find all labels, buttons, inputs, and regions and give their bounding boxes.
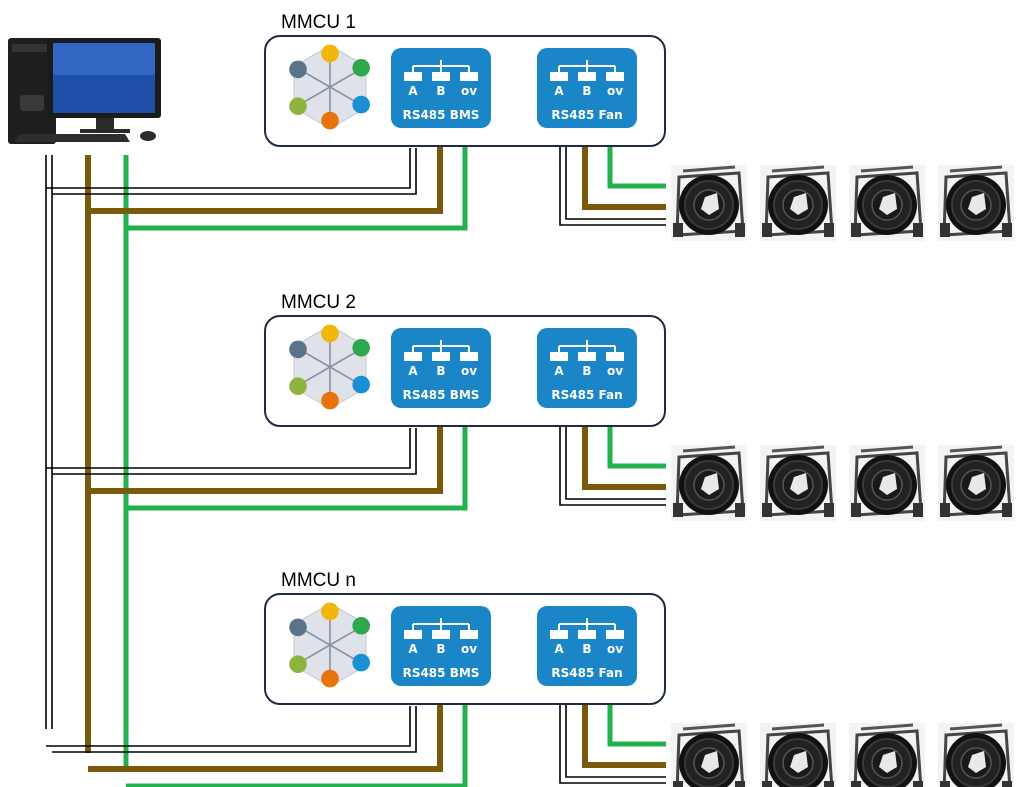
fan-row [669,163,1016,243]
axial-fan-icon [669,163,749,243]
fan-b-line-wire [607,426,666,469]
port-name-label: RS485 BMS [403,108,480,122]
axial-fan-icon [847,443,927,523]
pin-label: B [436,364,445,378]
fan-a-line-wire [582,426,666,490]
axial-fan-icon [669,721,749,787]
axial-fan-icon [758,721,838,787]
ground-branch-wire [46,706,411,747]
pin-label: ov [607,364,623,378]
b-line-branch-wire [126,426,468,511]
fan-ground-wire [559,704,666,784]
axial-fan-icon [936,443,1016,523]
fan-b-line-wire [607,146,666,189]
unit-title: MMCU n [281,570,356,591]
a-line-branch-wire [88,146,443,214]
a-line-branch-wire [88,704,443,772]
pin-label: A [408,84,418,98]
pin-label: ov [607,84,623,98]
pin-label: ov [461,642,477,656]
axial-fan-icon [669,443,749,523]
fan-a-line-wire [582,146,666,210]
rs485-port-icon [550,60,624,81]
rs485-port-icon [404,60,478,81]
axial-fan-icon [936,163,1016,243]
fan-ground-wire [565,704,666,778]
rs485-port-icon [404,340,478,361]
port-name-label: RS485 Fan [551,666,622,680]
pin-label: ov [461,84,477,98]
b-line-branch-wire [126,704,468,787]
pin-label: B [582,364,591,378]
pin-label: B [582,642,591,656]
pin-label: ov [461,364,477,378]
pin-label: A [554,642,564,656]
b-line-branch-wire [126,146,468,231]
pin-label: A [408,364,418,378]
rs485-port-icon [550,340,624,361]
ground-branch-wire [46,428,411,469]
port-name-label: RS485 BMS [403,388,480,402]
ground-branch-wire [52,148,417,195]
ground-branch-wire [52,428,417,475]
a-line-branch-wire [88,426,443,494]
pin-label: B [436,642,445,656]
axial-fan-icon [758,443,838,523]
unit-title: MMCU 1 [281,12,356,33]
rs485-port-icon [404,618,478,639]
axial-fan-icon [847,721,927,787]
pin-label: ov [607,642,623,656]
port-name-label: RS485 BMS [403,666,480,680]
fan-ground-wire [565,426,666,500]
fan-ground-wire [565,146,666,220]
fan-ground-wire [559,146,666,226]
axial-fan-icon [847,163,927,243]
pin-label: A [408,642,418,656]
pin-label: B [582,84,591,98]
fan-a-line-wire [582,704,666,768]
axial-fan-icon [758,163,838,243]
pin-label: B [436,84,445,98]
rs485-port-icon [550,618,624,639]
port-name-label: RS485 Fan [551,388,622,402]
fan-row [669,721,1016,787]
pin-label: A [554,364,564,378]
pin-label: A [554,84,564,98]
fan-ground-wire [559,426,666,506]
axial-fan-icon [936,721,1016,787]
unit-title: MMCU 2 [281,292,356,313]
wiring-layer [45,146,666,787]
fan-row [669,443,1016,523]
fan-b-line-wire [607,704,666,747]
desktop-computer-icon [8,38,161,144]
ground-branch-wire [46,148,411,189]
port-name-label: RS485 Fan [551,108,622,122]
ground-branch-wire [52,706,417,753]
